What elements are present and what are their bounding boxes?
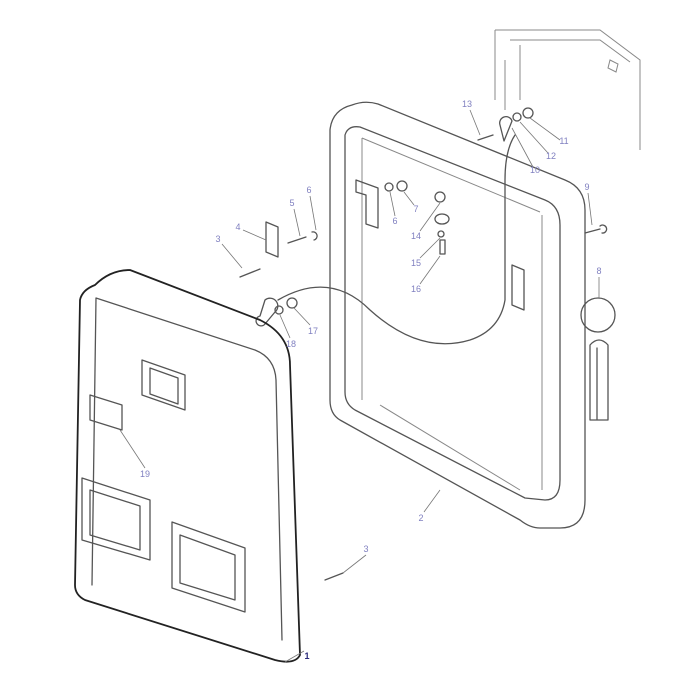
frame-seal bbox=[329, 101, 586, 529]
callout-2: 2 bbox=[418, 513, 424, 523]
callout-12: 12 bbox=[545, 151, 557, 161]
callout-9: 9 bbox=[584, 182, 590, 192]
callout-14: 14 bbox=[410, 231, 422, 241]
cab-rear-panel bbox=[74, 269, 301, 663]
callout-19: 19 bbox=[139, 469, 151, 479]
fasteners bbox=[239, 107, 616, 581]
cab-structure bbox=[494, 29, 641, 150]
callout-4: 4 bbox=[235, 222, 241, 232]
callout-3: 3 bbox=[215, 234, 221, 244]
callout-1: 1 bbox=[304, 651, 310, 661]
callout-13: 13 bbox=[461, 99, 473, 109]
callout-3: 3 bbox=[363, 544, 369, 554]
callout-5: 5 bbox=[289, 198, 295, 208]
callout-16: 16 bbox=[410, 284, 422, 294]
leader-lines bbox=[119, 109, 600, 663]
callout-17: 17 bbox=[307, 326, 319, 336]
callout-15: 15 bbox=[410, 258, 422, 268]
check-cable bbox=[277, 134, 516, 345]
callout-6: 6 bbox=[392, 216, 398, 226]
callout-6: 6 bbox=[306, 185, 312, 195]
callout-7: 7 bbox=[413, 204, 419, 214]
callout-10: 10 bbox=[529, 165, 541, 175]
callout-11: 11 bbox=[559, 136, 569, 146]
callout-8: 8 bbox=[596, 266, 602, 276]
callout-18: 18 bbox=[285, 339, 297, 349]
